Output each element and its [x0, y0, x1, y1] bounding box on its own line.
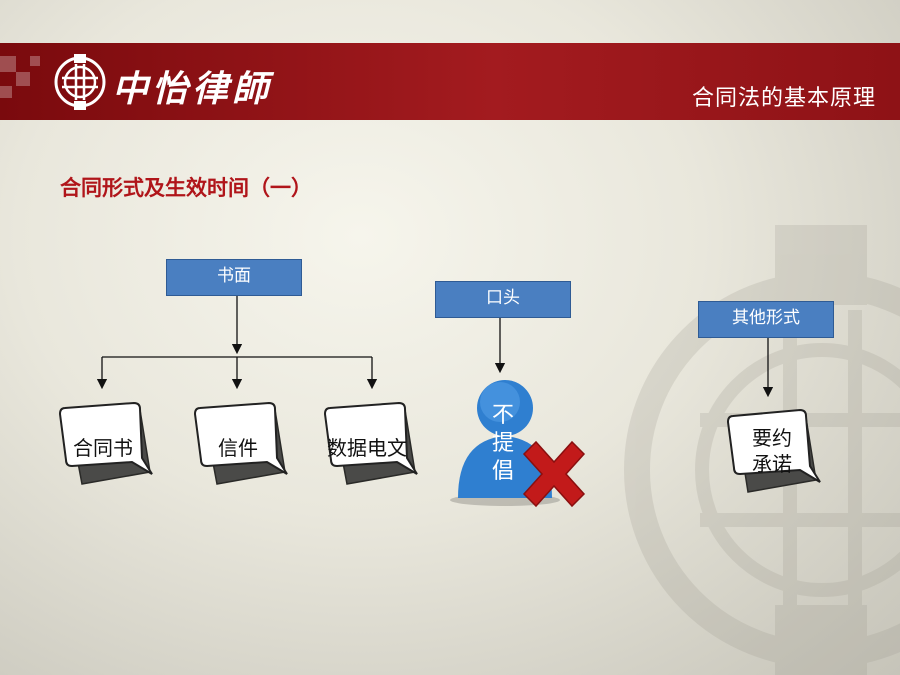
- bubble-offer: [726, 408, 821, 493]
- box-written: 书面: [166, 259, 302, 296]
- header-title: 合同法的基本原理: [691, 86, 876, 111]
- decor-square: [30, 56, 40, 66]
- person-text: 不 提 倡: [488, 402, 518, 486]
- header-bar: [0, 43, 900, 120]
- acceptance-line: 承诺: [752, 452, 792, 476]
- decor-square: [0, 56, 16, 72]
- box-other: 其他形式: [698, 301, 834, 338]
- bubble-offer-label: 要约 承诺: [738, 425, 806, 477]
- bubble-data-label: 数据电文: [327, 436, 407, 460]
- box-oral: 口头: [435, 281, 571, 318]
- brand-text: 中怡律師: [112, 68, 273, 110]
- bubble-contract: [58, 401, 153, 485]
- person-char: 不: [491, 403, 514, 428]
- decor-square: [16, 72, 30, 86]
- person-char: 提: [491, 431, 514, 456]
- bubble-data: [323, 401, 418, 485]
- decor-square: [0, 86, 12, 98]
- bubble-contract-label: 合同书: [73, 436, 133, 460]
- section-title: 合同形式及生效时间（一）: [60, 176, 312, 200]
- bubble-letter-label: 信件: [218, 436, 258, 460]
- offer-line: 要约: [752, 426, 792, 450]
- red-x-icon: [522, 440, 586, 508]
- person-char: 倡: [491, 459, 514, 484]
- bubble-letter: [193, 401, 288, 485]
